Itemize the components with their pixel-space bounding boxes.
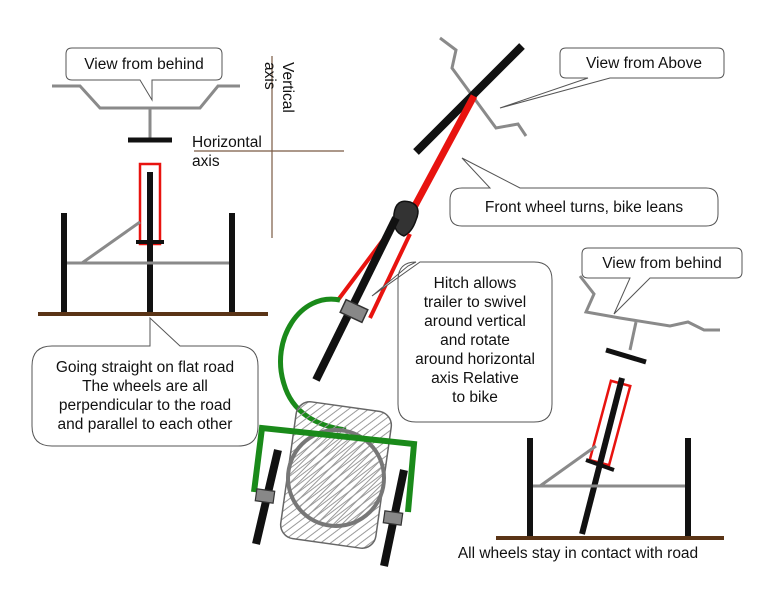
label-vertical-axis-line2: axis [261,62,278,90]
right-seatpost-bar [585,458,615,472]
label-hitch-line3: around vertical [424,313,526,330]
left-rear-view [38,56,344,316]
label-going-straight-line2: The wheels are all [82,378,208,395]
label-vertical-axis-line1: Vertical [279,62,296,113]
label-going-straight-line1: Going straight on flat road [55,359,235,376]
label-front-wheel: Front wheel turns, bike leans [485,199,683,216]
label-view-above: View from Above [586,55,702,72]
top-hub-left [254,488,276,504]
callout-view-behind-left: View from behind [65,47,223,102]
label-horizontal-axis-line1: Horizontal [192,134,262,151]
right-rear-view [496,275,724,540]
right-stem [628,321,638,351]
label-hitch-line5: around horizontal [415,351,535,368]
label-hitch-line2: trailer to swivel [423,294,527,311]
top-rear-wheel [312,216,400,382]
label-horizontal-axis-line2: axis [192,153,220,170]
top-hitch [339,298,369,324]
label-hitch-line6: axis Relative [431,370,519,387]
right-trailer-arm [539,444,597,488]
label-going-straight-line3: perpendicular to the road [58,397,232,414]
label-view-behind-right: View from behind [602,255,721,272]
callout-going-straight [31,316,259,447]
top-view [251,36,528,567]
top-seat [392,200,419,237]
label-going-straight: Going straight on flat road The wheels a… [34,358,256,434]
top-trailer-wheel-circle [286,428,386,528]
left-trailer-arm [81,220,141,265]
callout-hitch [371,261,553,423]
label-hitch-line1: Hitch allows [433,275,517,292]
callout-front-wheel: Front wheel turns, bike leans [449,157,719,227]
callout-view-above: View from Above [499,47,725,109]
right-bike-wheel [579,377,625,535]
label-going-straight-line4: and parallel to each other [57,416,233,433]
top-rear-stay-right [368,233,412,319]
top-trailer-frame [251,424,418,513]
label-hitch-line7: to bike [452,389,498,406]
callout-view-behind-right: View from behind [581,247,743,315]
label-hitch: Hitch allows trailer to swivel around ve… [400,274,550,407]
label-view-behind-left: View from behind [84,56,203,73]
label-hitch-line4: and rotate [440,332,510,349]
right-headset-bar [605,347,647,365]
label-vertical-axis: Vertical axis [261,62,296,113]
right-handlebar [578,275,720,332]
label-contact: All wheels stay in contact with road [458,545,698,562]
top-hub-right [382,510,404,526]
